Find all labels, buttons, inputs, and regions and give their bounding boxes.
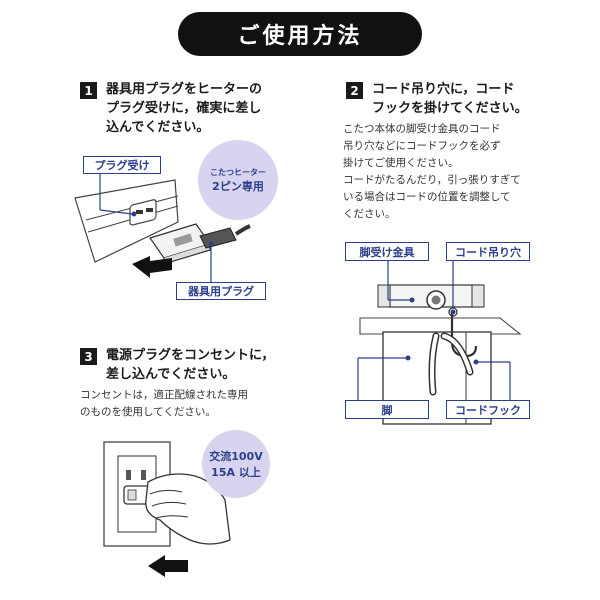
step-2-heading: コード吊り穴に，コード フックを掛けてください。	[372, 80, 528, 118]
step-3-body: コンセントは，適正配線された専用 のものを使用してください。	[80, 387, 248, 421]
step-2-body-line: こたつ本体の脚受け金具のコード	[343, 123, 501, 135]
badge-line: 交流100V	[209, 450, 263, 463]
table-top	[359, 317, 522, 335]
label-leg: 脚	[345, 400, 429, 419]
step-1-heading-line: 込んでください。	[106, 120, 210, 135]
step-2-body-line: 掛けてご使用ください。	[343, 157, 459, 169]
step-2-heading-line: コード吊り穴に，コード	[372, 82, 515, 97]
step-3-heading-line: 差し込んでください。	[106, 367, 236, 382]
cord-hook	[428, 312, 478, 396]
badge-ac-voltage: 交流100V 15A 以上	[202, 430, 270, 498]
step-3-heading: 電源プラグをコンセントに， 差し込んでください。	[106, 346, 274, 384]
outlet-plate-inner	[117, 455, 157, 533]
step-2-body-line: 吊り穴などにコードフックを必ず	[343, 140, 501, 152]
step-3-number: 3	[80, 348, 97, 365]
step-1-heading: 器具用プラグをヒーターの プラグ受けに，確実に差し 込んでください。	[106, 80, 262, 137]
label-cord-hook: コードフック	[446, 400, 530, 419]
step-2-body-line: ください。	[343, 208, 396, 220]
step-3-body-line: のものを使用してください。	[80, 406, 216, 418]
insert-arrow-icon	[132, 256, 172, 278]
badge-line: こたつヒーター	[210, 167, 266, 177]
badge-kotatsu-2pin: こたつヒーター 2ピン専用	[198, 140, 278, 220]
step-1-number: 1	[80, 82, 97, 99]
label-plug-receiver: プラグ受け	[83, 156, 161, 174]
badge-line: 15A 以上	[211, 466, 261, 479]
outlet-plate-outer	[103, 441, 171, 547]
badge-line: 2ピン専用	[212, 179, 264, 193]
insert-arrow-icon	[148, 555, 188, 577]
label-appliance-plug: 器具用プラグ	[176, 282, 266, 300]
plug-receiver	[129, 199, 157, 226]
step-2-body: こたつ本体の脚受け金具のコード 吊り穴などにコードフックを必ず 掛けてご使用くだ…	[343, 121, 521, 223]
heater-body	[74, 179, 179, 263]
step-3-heading-line: 電源プラグをコンセントに，	[106, 348, 275, 363]
step-3-body-line: コンセントは，適正配線された専用	[80, 389, 248, 401]
leg-bracket	[377, 284, 485, 317]
step-2-heading-line: フックを掛けてください。	[372, 101, 528, 116]
appliance-plug	[149, 223, 251, 265]
label-cord-hole: コード吊り穴	[446, 242, 530, 261]
step-2-body-line: コードがたるんだり，引っ張りすぎて	[343, 174, 521, 186]
power-plug	[123, 485, 202, 522]
page-title: ご使用方法	[178, 12, 422, 56]
label-leg-bracket: 脚受け金具	[345, 242, 429, 261]
step-2-number: 2	[346, 82, 363, 99]
step-1-heading-line: 器具用プラグをヒーターの	[106, 82, 263, 97]
step-2-body-line: いる場合はコードの位置を調整して	[343, 191, 511, 203]
step-1-heading-line: プラグ受けに，確実に差し	[106, 101, 262, 116]
